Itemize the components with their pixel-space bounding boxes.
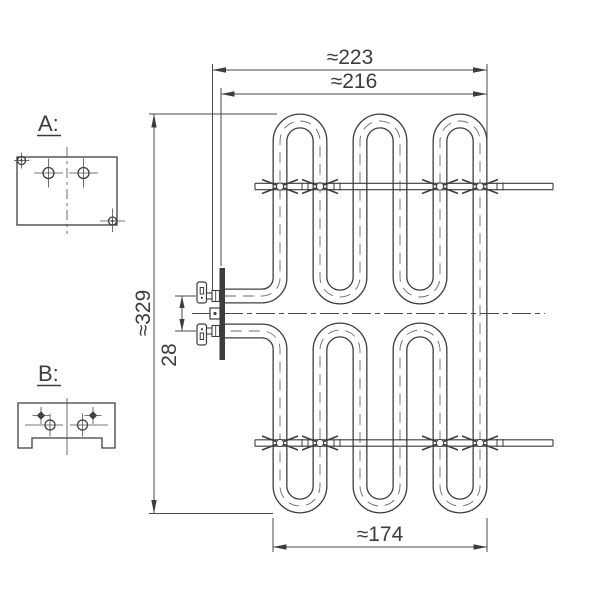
arrowhead xyxy=(473,544,487,550)
terminal-assembly xyxy=(196,268,225,360)
arrowhead xyxy=(179,296,185,308)
detail-b-label: B: xyxy=(38,361,59,386)
dimension-element-width: ≈216 xyxy=(220,70,487,266)
detail-a-label: A: xyxy=(38,111,59,136)
arrowhead xyxy=(179,319,185,331)
dim-overall-width-label: ≈223 xyxy=(327,46,374,69)
mounting-flange-plate xyxy=(219,268,225,360)
dim-element-width-label: ≈216 xyxy=(331,70,378,93)
bracket-b-outline xyxy=(17,402,116,449)
hole-left xyxy=(34,158,63,188)
arrowhead xyxy=(221,91,235,97)
dim-overall-height-label: ≈329 xyxy=(132,290,155,337)
arrowhead xyxy=(273,544,287,550)
weld-mark-left xyxy=(32,407,50,424)
dimension-terminal-pitch: 28 xyxy=(158,295,196,367)
hole-corner-bottom-right xyxy=(100,208,125,232)
arrowhead xyxy=(151,500,157,514)
dimension-loop-span: ≈174 xyxy=(272,518,488,552)
detail-view-a: A: xyxy=(14,111,125,234)
dimension-overall-width: ≈223 xyxy=(212,46,488,292)
weld-mark-right xyxy=(84,407,102,424)
detail-view-b: B: xyxy=(17,361,116,455)
hole-b-right xyxy=(70,413,108,437)
dimension-overall-height: ≈329 xyxy=(132,113,277,514)
hole-corner-top-left xyxy=(14,152,30,169)
dim-terminal-pitch-label: 28 xyxy=(158,343,181,366)
dim-loop-span-label: ≈174 xyxy=(357,523,404,546)
arrowhead xyxy=(212,67,226,73)
ground-stud-center xyxy=(213,311,217,316)
arrowhead xyxy=(473,67,487,73)
hole-b-left xyxy=(25,413,63,437)
terminal-pin-lower xyxy=(196,323,221,346)
terminal-pin-upper xyxy=(196,281,221,304)
arrowhead xyxy=(151,114,157,128)
hole-right xyxy=(69,158,98,188)
arrowhead xyxy=(473,91,487,97)
